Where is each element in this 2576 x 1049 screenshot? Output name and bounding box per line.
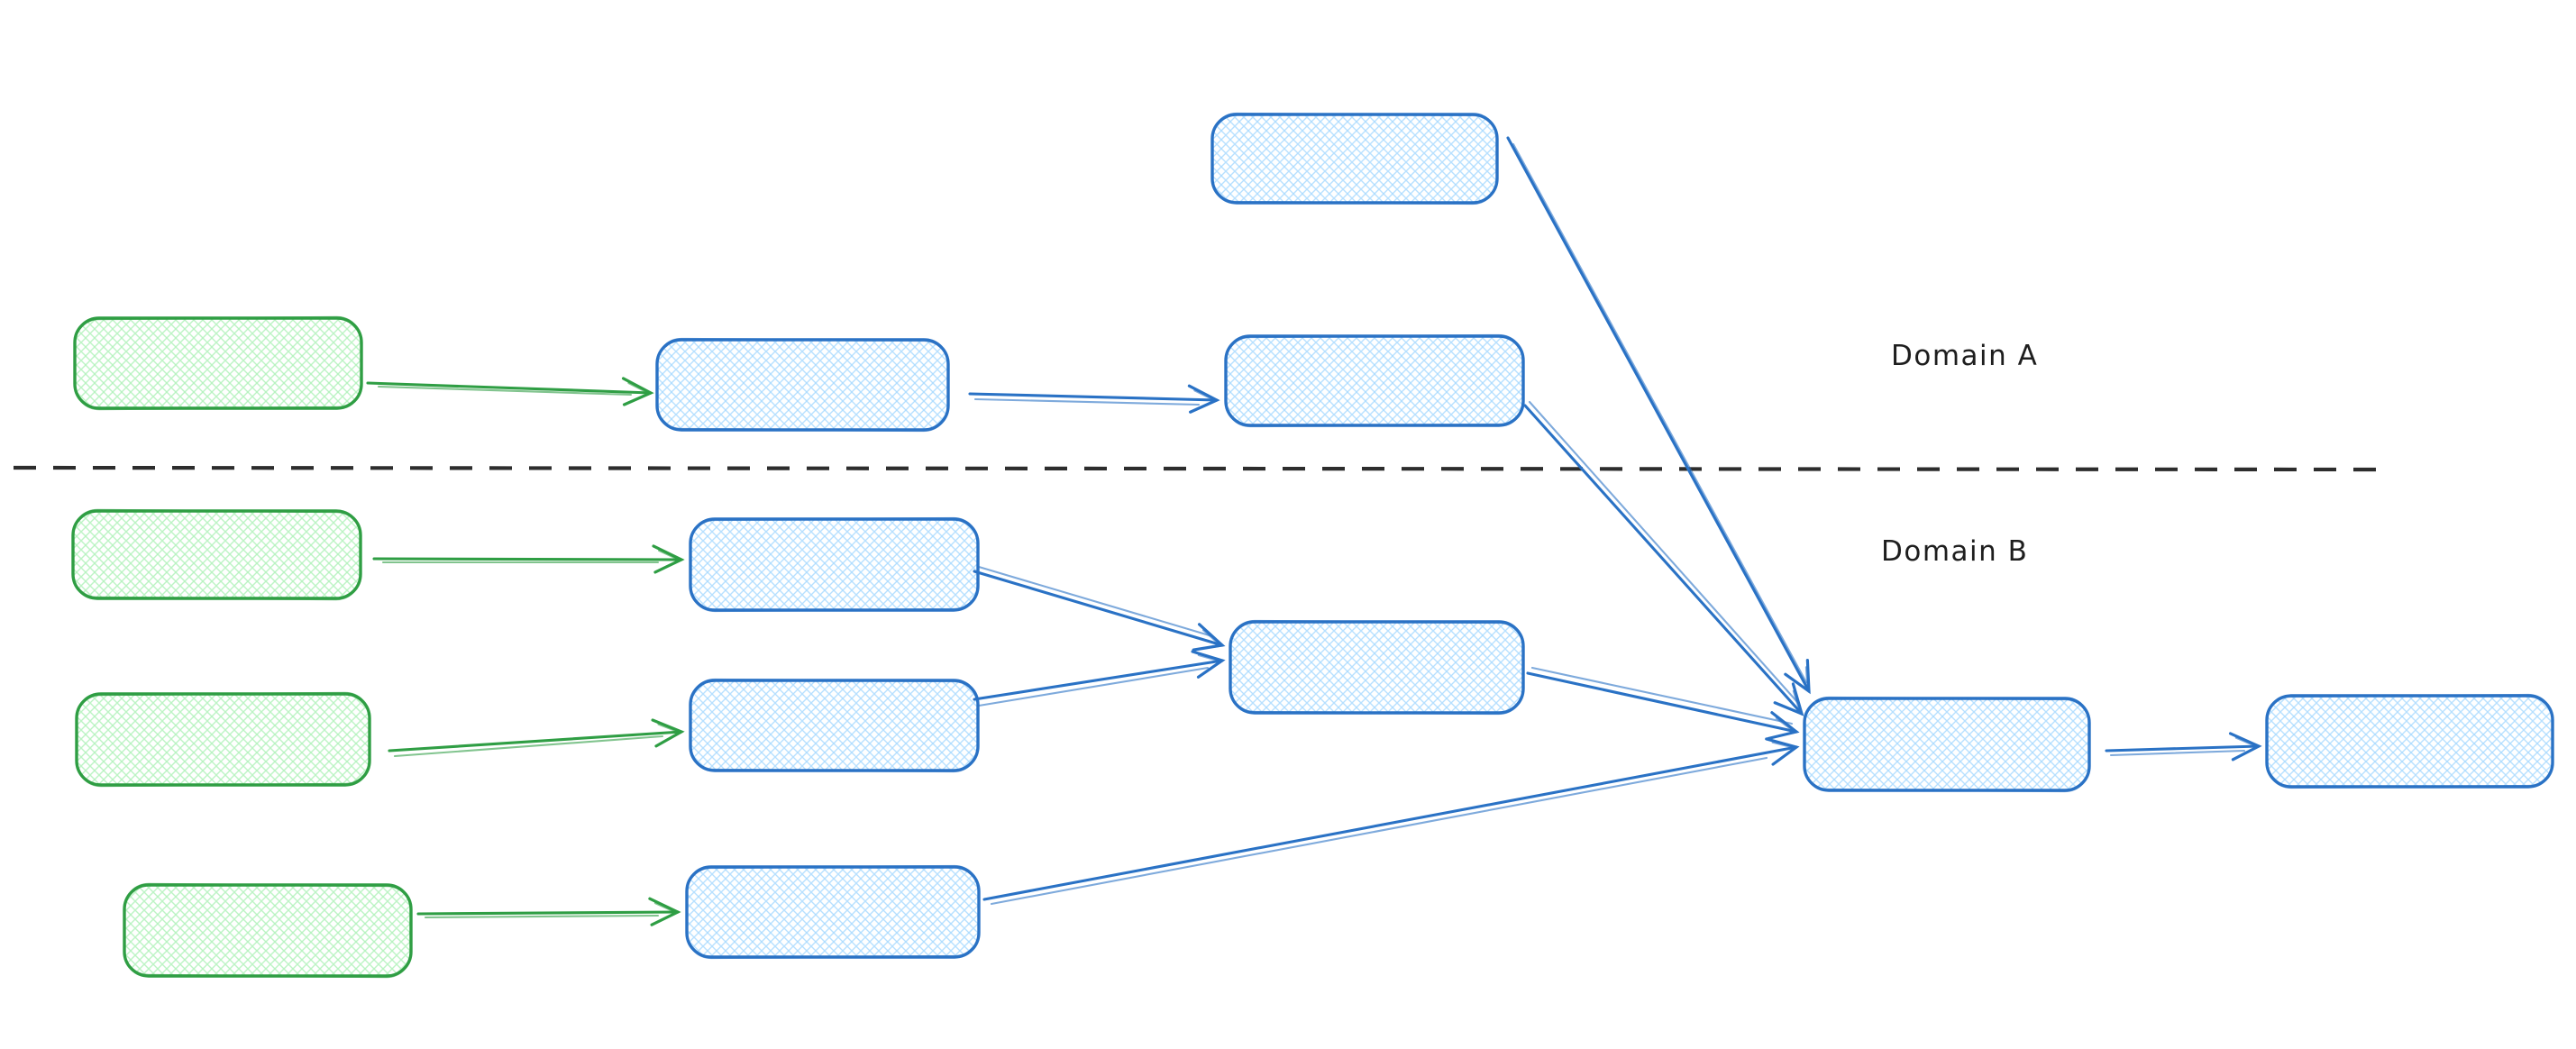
arrow-blue-a1-to-blue-a2: [968, 384, 1220, 414]
domain-divider-dashed-line: [13, 465, 2392, 472]
node-blue-a1: [655, 337, 950, 433]
node-blue-a2: [1224, 333, 1525, 428]
arrow-aggregate-to-final: [2105, 732, 2262, 762]
arrow-blue-b2-to-merge: [973, 650, 1226, 707]
node-blue-aggregate: [1803, 696, 2091, 793]
node-blue-merge: [1229, 619, 1525, 716]
node-top-blue: [1210, 112, 1499, 205]
arrow-top-blue-to-aggregate: [1506, 136, 1811, 695]
node-green-3: [75, 691, 371, 788]
arrow-blue-b3-to-aggregate: [982, 737, 1800, 906]
node-blue-b2: [689, 678, 980, 773]
arrow-blue-b1-to-merge: [973, 565, 1226, 652]
node-blue-b1: [689, 516, 980, 613]
arrow-green1-to-blue-a1: [366, 377, 654, 406]
domain-a-label: Domain A: [1891, 340, 2038, 372]
domain-b-label: Domain B: [1881, 535, 2028, 568]
arrow-green4-to-blue-b3: [416, 897, 681, 926]
arrow-green2-to-blue-b1: [372, 544, 685, 574]
arrow-green3-to-blue-b2: [388, 718, 685, 758]
arrow-merge-to-aggregate: [1526, 666, 1800, 741]
arrow-blue-a2-to-aggregate: [1523, 400, 1804, 716]
node-blue-final: [2265, 693, 2554, 789]
node-green-1: [73, 315, 363, 411]
node-green-4: [123, 882, 413, 979]
node-green-2: [71, 508, 362, 601]
node-blue-b3: [685, 864, 981, 960]
